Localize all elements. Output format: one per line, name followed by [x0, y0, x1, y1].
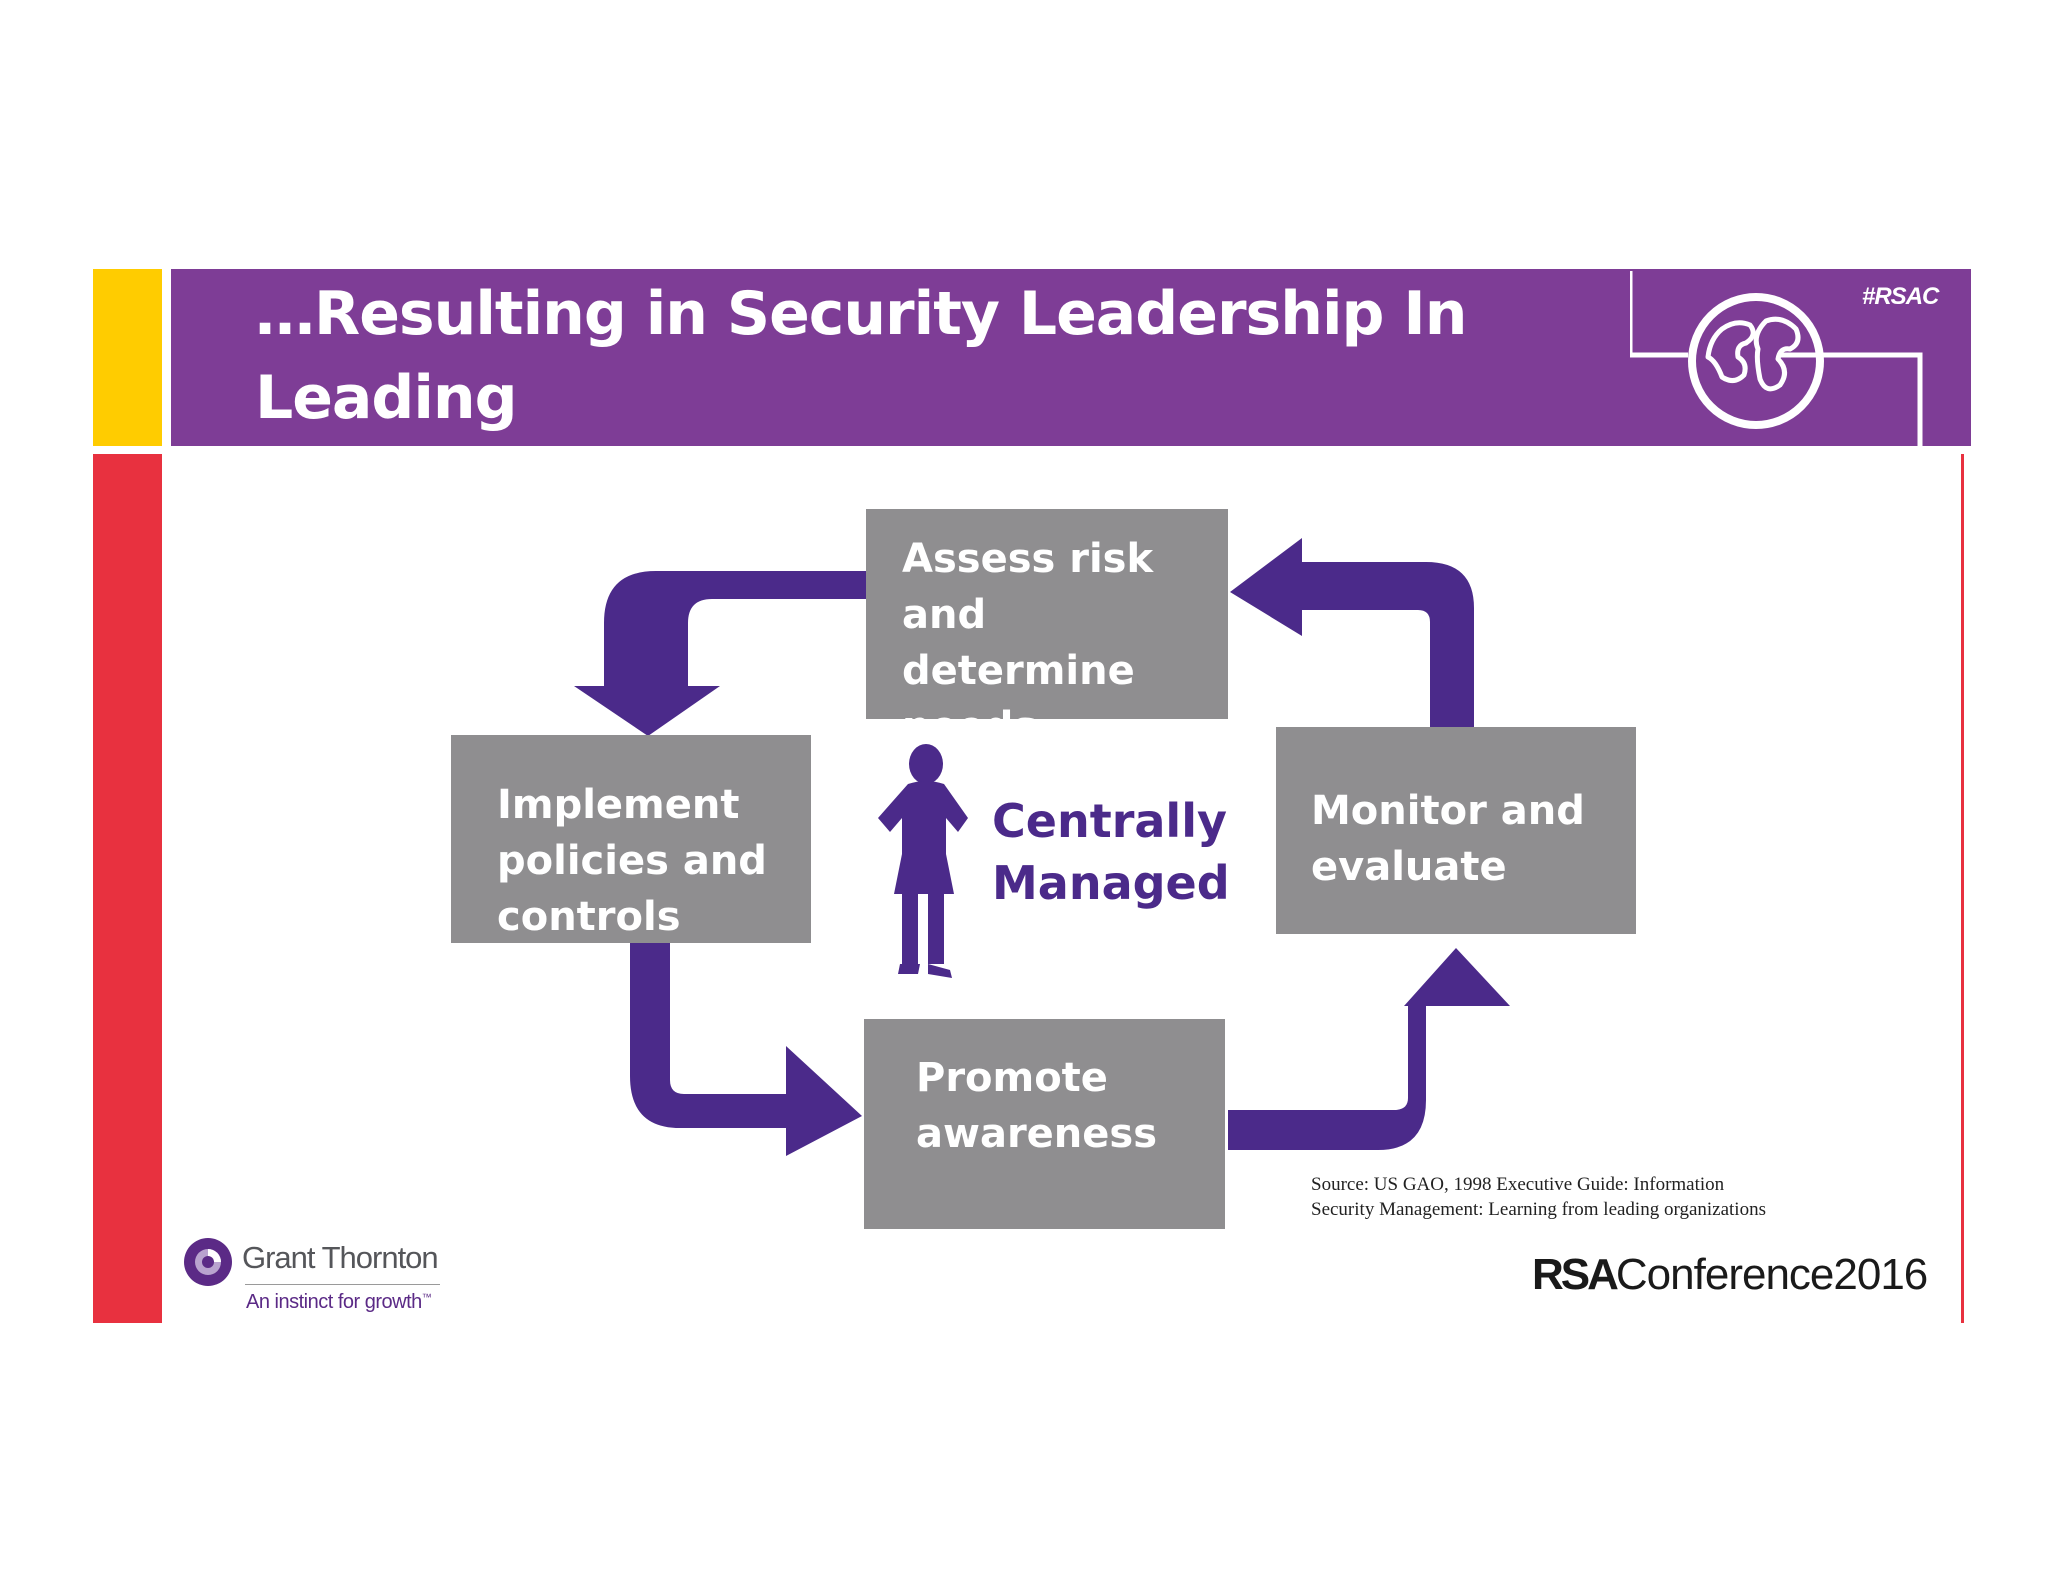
- assess-line-2: determine: [902, 648, 1135, 694]
- step-implement-policies: Implement policies and controls: [451, 735, 811, 943]
- grant-thornton-tagline: An instinct for growth™: [246, 1291, 432, 1314]
- grant-thornton-rule: [245, 1284, 440, 1285]
- gt-tagline-text: An instinct for growth: [246, 1291, 422, 1313]
- step-assess-risk: Assess risk and determine needs: [866, 509, 1228, 750]
- arrow-assess-to-implement: [574, 571, 866, 736]
- implement-line-2: policies and: [497, 838, 767, 884]
- arrow-monitor-to-assess: [1230, 538, 1474, 727]
- monitor-line-2: evaluate: [1311, 844, 1507, 890]
- step-monitor-evaluate: Monitor and evaluate: [1276, 727, 1636, 934]
- center-line-2: Managed: [992, 856, 1230, 910]
- gt-trademark: ™: [421, 1292, 432, 1304]
- woman-figure-icon: [878, 744, 968, 978]
- rsa-suffix: Conference2016: [1615, 1250, 1928, 1299]
- implement-line-1: Implement: [497, 782, 740, 828]
- source-line-2: Security Management: Learning from leadi…: [1311, 1199, 1766, 1220]
- rsa-conference-logo: RSAConference2016: [1532, 1250, 1928, 1300]
- assess-line-1: Assess risk and: [902, 536, 1154, 638]
- promote-line-1: Promote: [916, 1055, 1108, 1101]
- grant-thornton-name: Grant Thornton: [242, 1240, 439, 1275]
- red-accent-bar: [93, 454, 162, 1323]
- source-citation: Source: US GAO, 1998 Executive Guide: In…: [1311, 1172, 1766, 1222]
- implement-line-3: controls: [497, 894, 681, 940]
- step-promote-awareness: Promote awareness: [864, 1019, 1225, 1229]
- grant-thornton-mark-icon: [184, 1238, 232, 1286]
- monitor-line-1: Monitor and: [1311, 788, 1585, 834]
- rsac-hashtag: #RSAC: [1862, 283, 1939, 310]
- rsa-prefix: RSA: [1532, 1250, 1619, 1299]
- globe-icon: [1630, 271, 1923, 446]
- yellow-accent-bar: [93, 269, 162, 446]
- arrow-implement-to-promote: [630, 943, 862, 1156]
- centrally-managed-label: Centrally Managed: [992, 790, 1230, 914]
- promote-line-2: awareness: [916, 1111, 1158, 1157]
- title-line-1: …Resulting in Security Leadership In Lea…: [255, 279, 1467, 433]
- slide-title: …Resulting in Security Leadership In Lea…: [255, 272, 1575, 524]
- assess-line-3: needs: [902, 704, 1038, 750]
- title-line-2: Organizations- 1998 Style: [255, 447, 1109, 517]
- right-red-rule: [1961, 454, 1964, 1323]
- center-line-1: Centrally: [992, 794, 1227, 848]
- arrow-promote-to-monitor: [1228, 948, 1510, 1150]
- source-line-1: Source: US GAO, 1998 Executive Guide: In…: [1311, 1174, 1725, 1195]
